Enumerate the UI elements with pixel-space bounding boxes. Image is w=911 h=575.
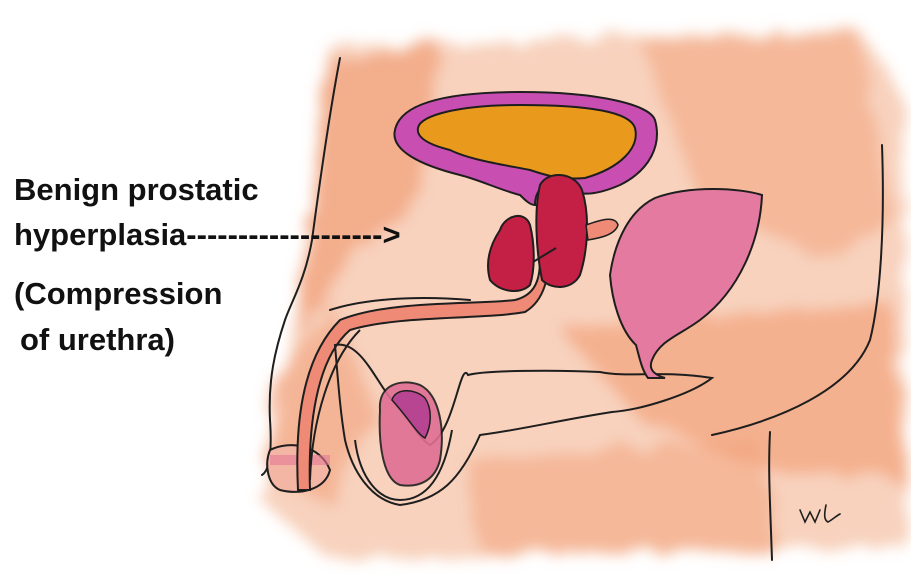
annotation-line-1: Benign prostatic [14,172,259,208]
annotation-line-2-arrow: hyperplasia-------------------> [14,217,401,253]
testis [380,382,442,485]
annotation-line-4: of urethra) [20,322,175,358]
annotation-line-3: (Compression [14,276,222,312]
